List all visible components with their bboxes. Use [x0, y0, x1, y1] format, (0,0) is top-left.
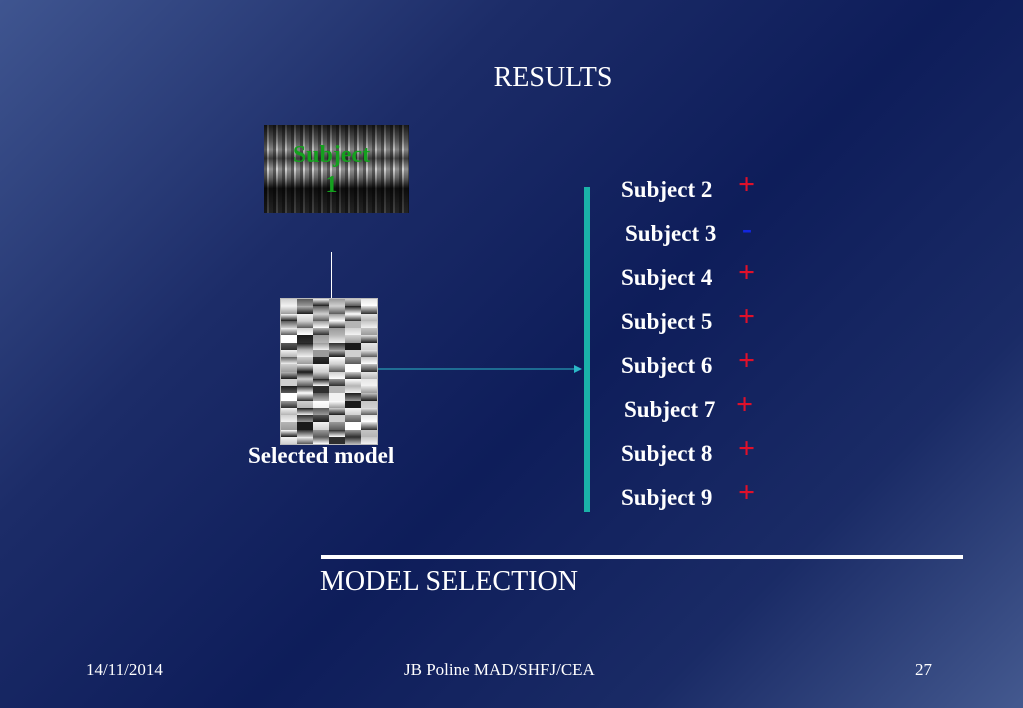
- minus-sign-icon: -: [742, 212, 752, 245]
- subject-label: Subject 6: [621, 353, 713, 378]
- plus-sign-icon: +: [736, 388, 754, 421]
- subject-result-row: Subject 2 +: [621, 168, 755, 203]
- plus-sign-icon: +: [738, 476, 756, 509]
- footer-page-number: 27: [915, 660, 932, 679]
- subject-label: Subject 5: [621, 309, 713, 334]
- plus-sign-icon: +: [738, 256, 756, 289]
- subject-label: Subject 2: [621, 177, 713, 202]
- plus-sign-icon: +: [738, 168, 756, 201]
- subject-result-row: Subject 8 +: [621, 432, 755, 467]
- subject-result-row: Subject 7 +: [624, 388, 753, 423]
- subject-result-row: Subject 9 +: [621, 476, 755, 511]
- section-label: MODEL SELECTION: [320, 566, 578, 597]
- subject-label: Subject 4: [621, 265, 713, 290]
- subject-label: Subject 8: [621, 441, 713, 466]
- plus-sign-icon: +: [738, 344, 756, 377]
- subject-list-separator: [584, 187, 590, 512]
- slide-title: RESULTS: [493, 62, 613, 93]
- section-divider: [321, 555, 963, 559]
- plus-sign-icon: +: [738, 300, 756, 333]
- plus-sign-icon: +: [738, 432, 756, 465]
- subject-1-scan-image: [264, 125, 409, 213]
- subject-1-label-line1: Subject: [292, 142, 371, 168]
- subject-result-row: Subject 6 +: [621, 344, 755, 379]
- subject-label: Subject 3: [625, 221, 717, 246]
- subject-label: Subject 7: [624, 397, 716, 422]
- design-matrix-image: [280, 298, 378, 445]
- subject-result-row: Subject 5 +: [621, 300, 755, 335]
- subject-label: Subject 9: [621, 485, 713, 510]
- footer-date: 14/11/2014: [86, 660, 163, 679]
- subject-1-label: Subject 1: [264, 140, 399, 200]
- selected-model-label: Selected model: [248, 443, 395, 468]
- footer-author: JB Poline MAD/SHFJ/CEA: [404, 660, 595, 679]
- connector-line: [331, 252, 332, 298]
- subject-result-row: Subject 4 +: [621, 256, 755, 291]
- subject-1-label-line2: 1: [325, 172, 338, 198]
- arrow-icon: [378, 365, 582, 373]
- subject-result-row: Subject 3-: [625, 212, 752, 247]
